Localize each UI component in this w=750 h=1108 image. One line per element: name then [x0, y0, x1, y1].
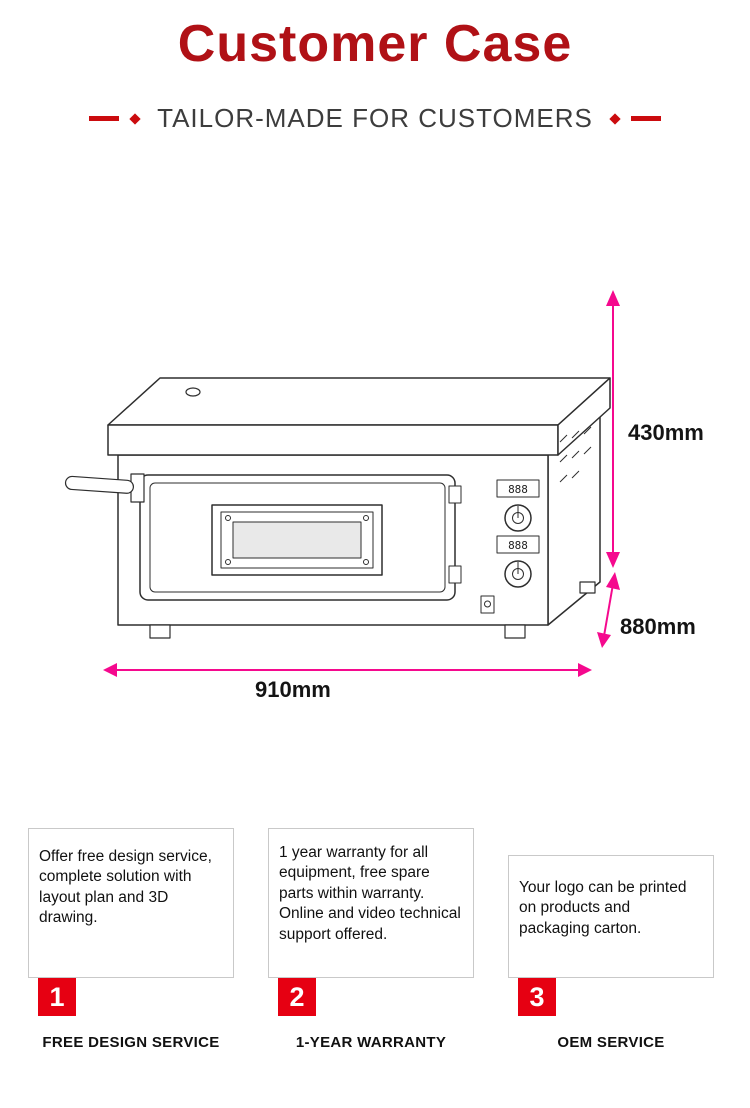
subtitle: TAILOR-MADE FOR CUSTOMERS [0, 103, 750, 134]
oem-card: Your logo can be printed on products and… [508, 855, 714, 978]
warranty-card: 1 year warranty for all equipment, free … [268, 828, 474, 978]
dimension-arrow-depth [597, 572, 620, 648]
oven-top-right-edge [557, 377, 611, 456]
page-title: Customer Case [177, 15, 573, 73]
temperature-display-1 [496, 479, 540, 498]
dimension-label-width: 910mm [255, 677, 331, 702]
temperature-display-2 [496, 535, 540, 554]
card-label-warranty: 1-YEAR WARRANTY [295, 1034, 447, 1051]
card-number-badge-2: 2 [278, 978, 316, 1016]
top-vent-nub [185, 387, 201, 397]
side-vent-louvers [559, 426, 592, 483]
card-label-free-design: FREE DESIGN SERVICE [42, 1034, 220, 1051]
card-label-oem: OEM SERVICE [557, 1034, 665, 1051]
temperature-display-2-value: 888 [508, 539, 528, 552]
dimension-annotations [103, 290, 620, 677]
free-design-card: Offer free design service, complete solu… [28, 828, 234, 978]
free-design-card-text: Offer free design service, complete solu… [39, 848, 212, 927]
card-number-badge-3: 3 [518, 978, 556, 1016]
oem-card-text: Your logo can be printed on products and… [519, 879, 687, 937]
subtitle-text: TAILOR-MADE FOR CUSTOMERS [157, 103, 593, 133]
power-switch-button [484, 600, 491, 608]
temperature-display-1-value: 888 [508, 483, 528, 496]
card-number-badge-1: 1 [38, 978, 76, 1016]
product-diagram: 888 888 430m [64, 290, 704, 702]
door-latch-top [448, 485, 462, 504]
oven-top-face [107, 377, 611, 426]
subtitle-right-bar-icon [630, 116, 661, 121]
subtitle-left-bar-icon [89, 116, 120, 121]
oven-top-front-edge [107, 424, 559, 456]
warranty-card-text: 1 year warranty for all equipment, free … [279, 844, 461, 943]
door-latch-bottom [448, 565, 462, 584]
door-window-glass [232, 521, 362, 559]
oven-feet [149, 581, 596, 639]
oven-drawing [64, 377, 611, 639]
dimension-label-depth: 880mm [620, 614, 696, 639]
dimension-arrow-width [103, 663, 592, 677]
dimension-label-height: 430mm [628, 420, 704, 445]
control-panel [496, 479, 540, 588]
door-handle[interactable] [64, 475, 134, 494]
window-screws [225, 515, 369, 565]
subtitle-right-dot-icon [609, 112, 621, 125]
subtitle-left-dot-icon [129, 112, 141, 125]
dimension-arrow-height [606, 290, 620, 568]
